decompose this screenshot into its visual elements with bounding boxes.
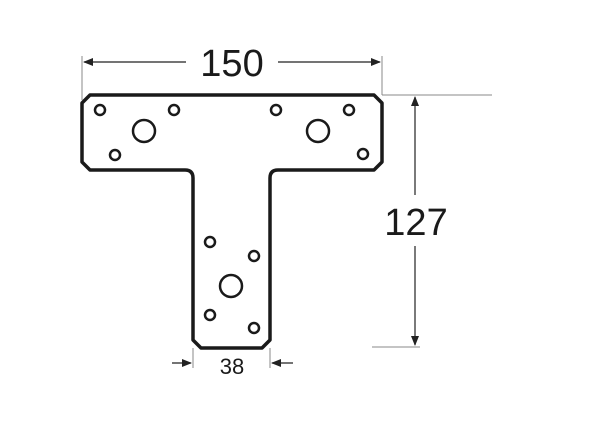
small-hole	[167, 103, 181, 117]
small-hole	[108, 148, 122, 162]
small-hole	[93, 103, 107, 117]
height-dimension: 127	[372, 94, 492, 348]
mounting-holes	[93, 103, 370, 335]
t-plate-outline	[80, 93, 384, 350]
large-hole	[305, 118, 331, 144]
small-hole	[247, 249, 261, 263]
small-hole	[203, 235, 217, 249]
width-dimension: 150	[81, 43, 383, 100]
large-hole	[218, 273, 244, 299]
small-hole	[203, 308, 217, 322]
width-label: 150	[200, 43, 263, 85]
stem-width-label: 38	[220, 354, 244, 379]
small-hole	[247, 321, 261, 335]
small-hole	[356, 147, 370, 161]
stem-width-dimension: 38	[172, 348, 293, 379]
small-hole	[269, 103, 283, 117]
small-hole	[342, 103, 356, 117]
large-hole	[131, 118, 157, 144]
height-label: 127	[384, 202, 447, 244]
